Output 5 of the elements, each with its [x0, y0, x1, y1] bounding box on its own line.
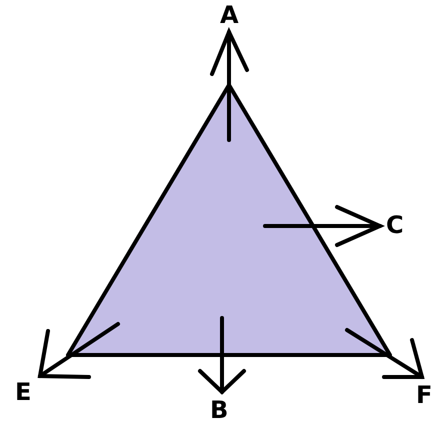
vertex-label: B: [210, 397, 228, 423]
vertex-label: A: [220, 2, 239, 28]
vertex-label: E: [15, 379, 32, 405]
vertex-label: C: [386, 212, 404, 238]
vertex-label: F: [416, 382, 432, 408]
